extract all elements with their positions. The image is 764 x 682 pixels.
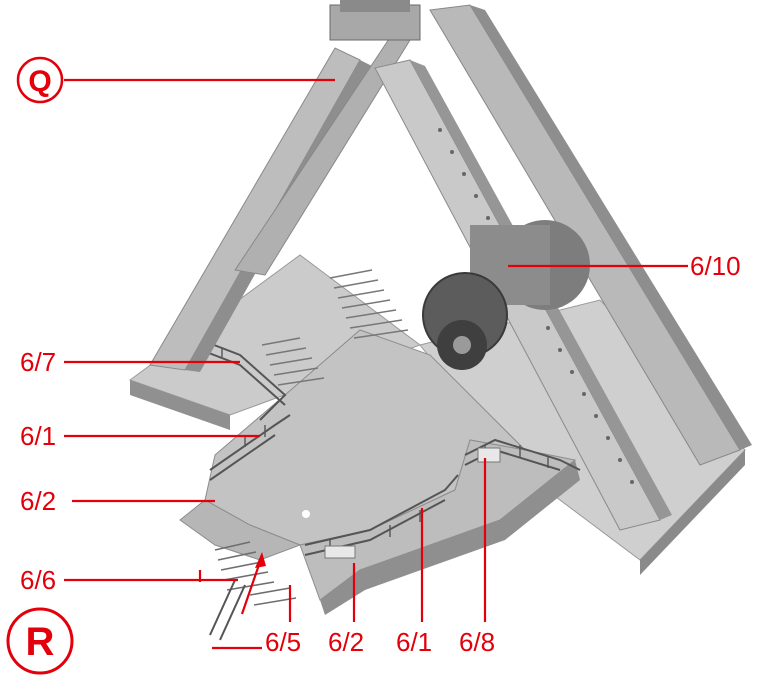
platform-side [320,460,580,615]
callout-6-2-front: 6/2 [328,627,364,657]
model-illustration [128,0,752,641]
callout-6-1-front: 6/1 [396,627,432,657]
badge-r: R [6,607,74,675]
frame-leg-far-right-shade [470,5,752,450]
badge-r-label: R [26,620,55,664]
callout-6-5: 6/5 [265,627,301,657]
platform-hole [302,510,310,518]
callout-6-7: 6/7 [20,347,56,377]
badge-q: Q [16,56,64,104]
left-staircase [261,337,325,386]
motor-hub-center [453,336,471,354]
base-slab-left-side [130,380,230,430]
base-slab-right-side [640,450,745,575]
callout-6-1-left: 6/1 [20,421,56,451]
arrowhead [255,552,266,568]
callout-6-2-left: 6/2 [20,486,56,516]
callout-6-8: 6/8 [459,627,495,657]
callout-6-10: 6/10 [690,251,741,281]
leader-lines [64,78,688,650]
platform-plate [324,545,356,559]
top-beam-cap [340,0,410,12]
callout-6-6: 6/6 [20,565,56,595]
badge-q-label: Q [28,65,51,98]
platform-plate [477,447,501,463]
back-staircase [329,269,409,339]
front-staircase [214,541,297,606]
